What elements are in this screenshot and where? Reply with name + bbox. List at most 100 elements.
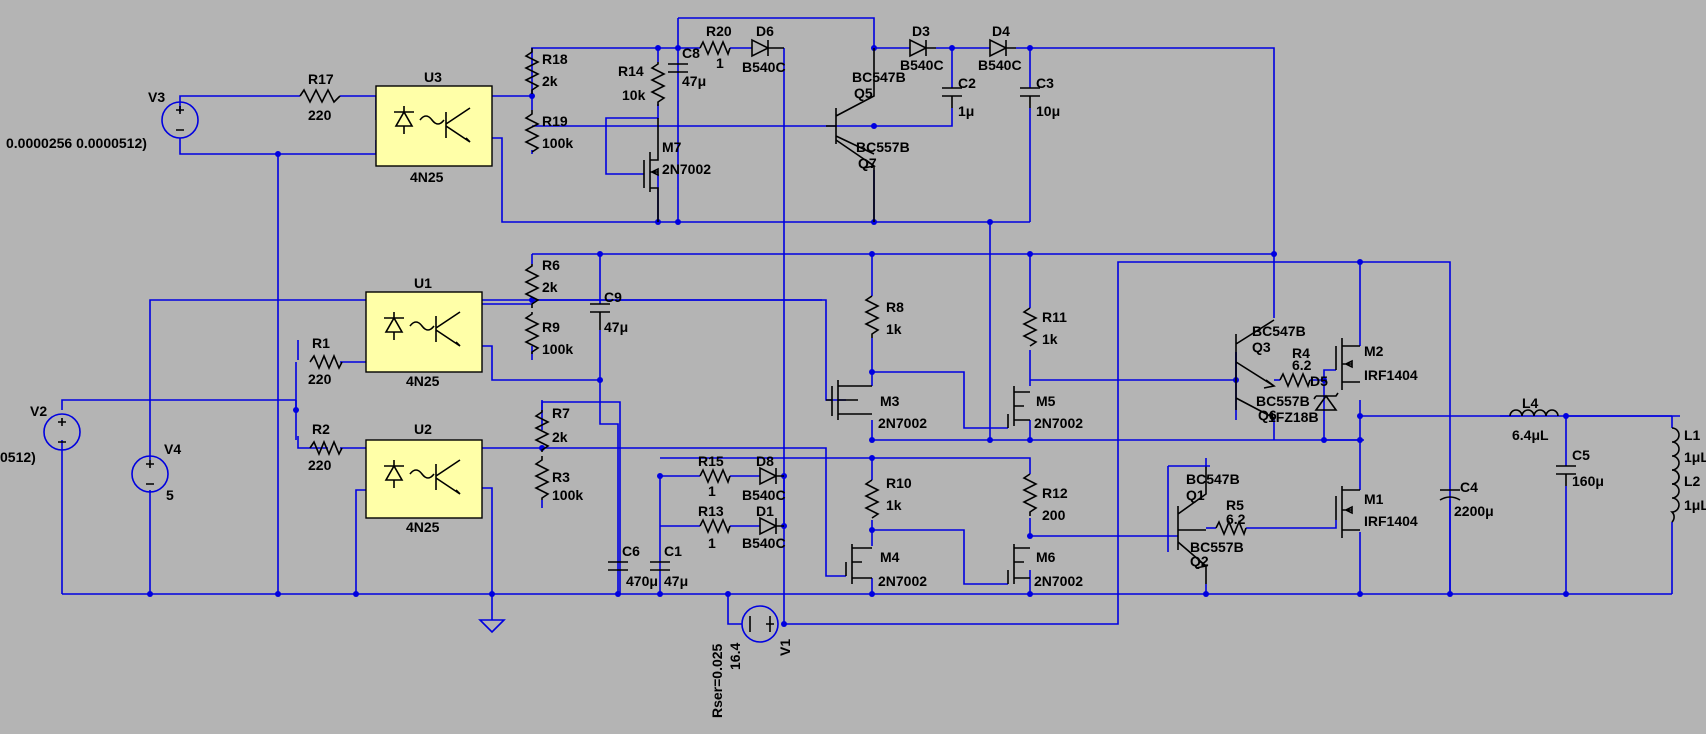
label-r15v: 1 <box>708 483 716 499</box>
m2-mosfet <box>1335 338 1360 390</box>
r18-resistor <box>524 48 540 94</box>
r12-resistor <box>1022 473 1038 516</box>
label-q1v: BC547B <box>1186 471 1240 487</box>
label-r8v: 1k <box>886 321 902 337</box>
label-m2v: IRF1404 <box>1364 367 1418 383</box>
r7-resistor <box>534 410 550 452</box>
label-v2v: 0512) <box>0 449 36 465</box>
label-q3: Q3 <box>1252 339 1271 355</box>
r17-resistor <box>299 88 341 104</box>
d3-diode <box>909 38 936 58</box>
label-q3v: BC547B <box>1252 323 1306 339</box>
u2-box <box>365 439 483 519</box>
r5-resistor <box>1215 519 1247 537</box>
label-q6v: BC557B <box>1256 393 1310 409</box>
u3-box <box>375 85 493 167</box>
label-c6: C6 <box>622 543 640 559</box>
label-v1: V1 <box>777 639 793 656</box>
v3-source <box>161 101 199 139</box>
label-l1v: 1μL <box>1684 449 1706 465</box>
label-r18v: 2k <box>542 73 558 89</box>
label-m7v: 2N7002 <box>662 161 711 177</box>
label-u2v: 4N25 <box>406 519 440 535</box>
label-q7v: BC557B <box>856 139 910 155</box>
label-m6: M6 <box>1036 549 1056 565</box>
v4-source <box>131 455 169 493</box>
label-r19: R19 <box>542 113 568 129</box>
d4-diode <box>989 38 1016 58</box>
label-r3: R3 <box>552 469 570 485</box>
label-u1: U1 <box>414 275 432 291</box>
r10-resistor <box>864 479 880 519</box>
r2-resistor <box>309 439 343 457</box>
label-r20: R20 <box>706 23 732 39</box>
c3-capacitor <box>1020 87 1040 108</box>
label-l4v: 6.4μL <box>1512 427 1549 443</box>
label-d6: D6 <box>756 23 774 39</box>
label-m6v: 2N7002 <box>1034 573 1083 589</box>
label-m1v: IRF1404 <box>1364 513 1418 529</box>
label-v3: V3 <box>148 89 165 105</box>
optocouplers <box>365 85 493 519</box>
l1-inductor <box>1671 427 1680 485</box>
label-q5: Q5 <box>854 85 873 101</box>
label-l2v: 1μL <box>1684 497 1706 513</box>
label-d3: D3 <box>912 23 930 39</box>
c1-capacitor <box>650 561 670 571</box>
label-c3: C3 <box>1036 75 1054 91</box>
r13-resistor <box>699 517 731 535</box>
label-r5: R5 <box>1226 497 1244 513</box>
label-q5v: BC547B <box>852 69 906 85</box>
label-u1v: 4N25 <box>406 373 440 389</box>
r4-resistor <box>1279 371 1311 389</box>
label-r1v: 220 <box>308 371 332 387</box>
label-r4: R4 <box>1292 345 1310 361</box>
d6-diode <box>751 38 784 58</box>
m4-mosfet <box>845 544 872 584</box>
label-d4v: B540C <box>978 57 1022 73</box>
label-m4v: 2N7002 <box>878 573 927 589</box>
label-r9: R9 <box>542 319 560 335</box>
label-r5v: 6.2 <box>1226 511 1246 527</box>
label-d5: D5 <box>1310 373 1328 389</box>
m3-mosfet <box>826 380 872 420</box>
label-r9v: 100k <box>542 341 573 357</box>
label-r2v: 220 <box>308 457 332 473</box>
c6-capacitor <box>608 561 628 571</box>
label-c1: C1 <box>664 543 682 559</box>
m7-mosfet <box>643 118 659 222</box>
c9-capacitor <box>590 303 610 330</box>
label-l2: L2 <box>1684 473 1701 489</box>
label-m4: M4 <box>880 549 900 565</box>
label-d3v: B540C <box>900 57 944 73</box>
label-r1: R1 <box>312 335 330 351</box>
label-r14v: 10k <box>622 87 646 103</box>
label-r4v: 6.2 <box>1292 357 1312 373</box>
label-r7: R7 <box>552 405 570 421</box>
label-c2v: 1μ <box>958 103 974 119</box>
q3-bjt <box>1235 319 1276 389</box>
label-c6v: 470μ <box>626 573 658 589</box>
m1-mosfet <box>1335 486 1360 538</box>
label-r8: R8 <box>886 299 904 315</box>
label-r17: R17 <box>308 71 334 87</box>
labels: R17 220 U3 4N25 V3 0.0000256 0.0000512) … <box>0 23 1706 718</box>
r14-resistor <box>650 62 666 106</box>
label-q2: Q2 <box>1190 553 1209 569</box>
r6-resistor <box>524 264 540 308</box>
label-v1v: 16.4 <box>727 643 743 670</box>
label-r7v: 2k <box>552 429 568 445</box>
label-v2: V2 <box>30 403 47 419</box>
label-d1: D1 <box>756 503 774 519</box>
label-c3v: 10μ <box>1036 103 1060 119</box>
m5-mosfet <box>1007 386 1030 428</box>
c2-capacitor <box>942 87 962 108</box>
label-r13v: 1 <box>708 535 716 551</box>
label-v4: V4 <box>164 441 181 457</box>
label-v1r: Rser=0.025 <box>709 643 725 718</box>
components <box>299 38 1680 584</box>
l4-inductor <box>1509 409 1559 417</box>
label-r18: R18 <box>542 51 568 67</box>
label-c4v: 2200μ <box>1454 503 1494 519</box>
